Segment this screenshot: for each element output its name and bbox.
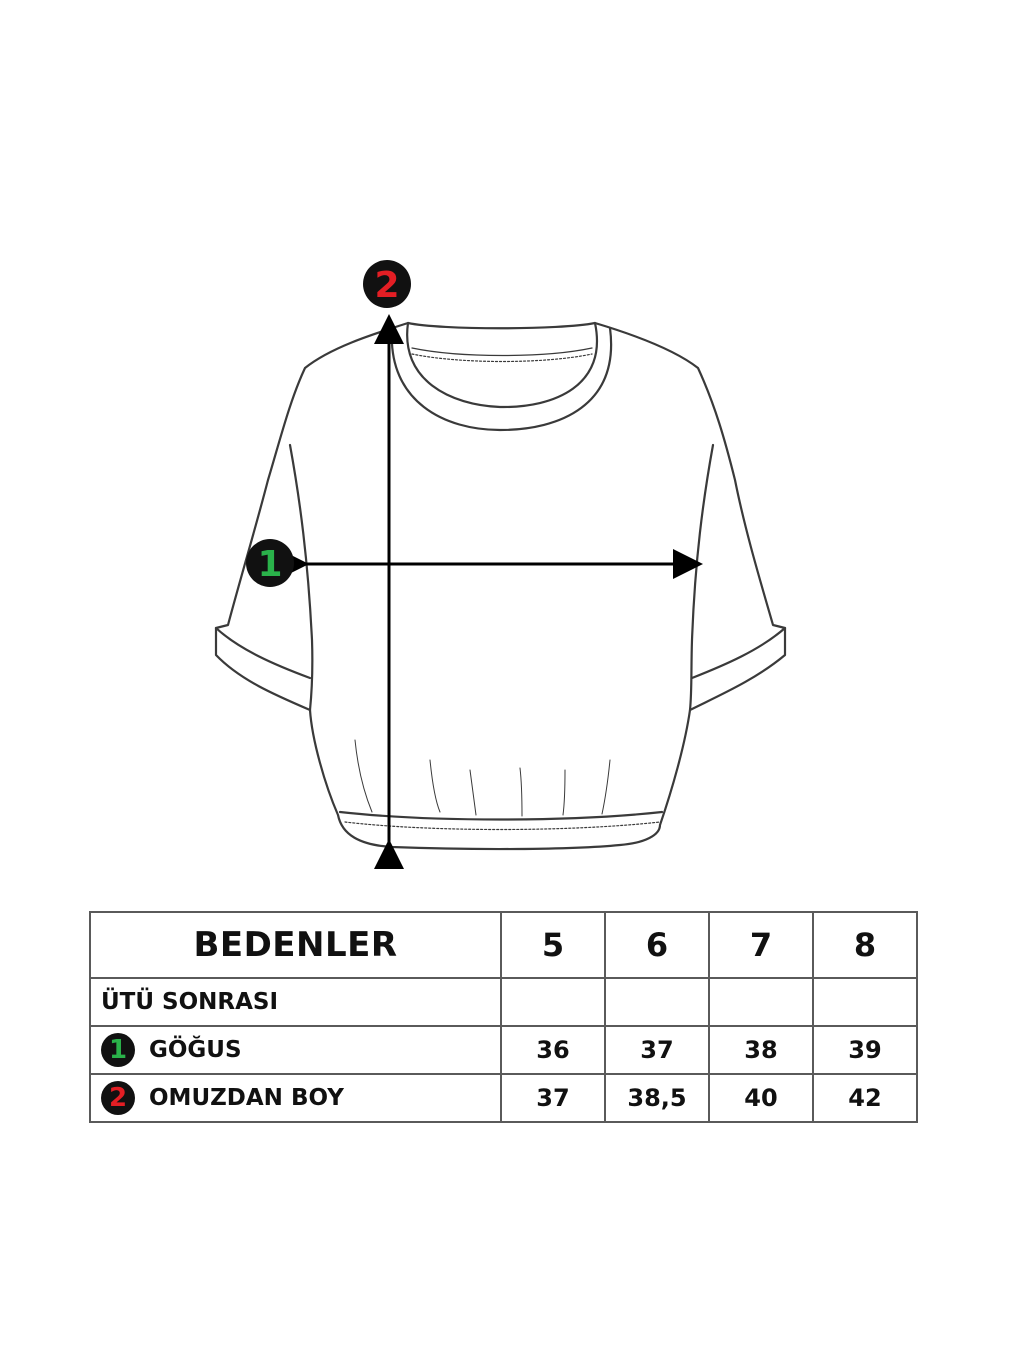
- section-label: ÜTÜ SONRASI: [89, 977, 502, 1027]
- table-cell: 40: [708, 1073, 814, 1123]
- table-cell: 38: [708, 1025, 814, 1075]
- tshirt-outline: [214, 321, 787, 851]
- row-label: OMUZDAN BOY: [149, 1085, 344, 1111]
- table-header-row: BEDENLER 5 6 7 8: [89, 911, 918, 979]
- length-marker-badge: 2: [363, 260, 411, 308]
- svg-text:2: 2: [374, 265, 399, 306]
- length-marker-badge: 2: [101, 1081, 135, 1115]
- size-header: 6: [604, 911, 710, 979]
- size-header: 5: [500, 911, 606, 979]
- table-cell: 42: [812, 1073, 918, 1123]
- table-cell: 38,5: [604, 1073, 710, 1123]
- table-cell: 39: [812, 1025, 918, 1075]
- table-row: 2 OMUZDAN BOY 37 38,5 40 42: [89, 1073, 918, 1123]
- chest-marker-badge: 1: [246, 539, 294, 587]
- tshirt-measurement-diagram: 2 1: [214, 260, 787, 869]
- table-cell: 36: [500, 1025, 606, 1075]
- table-cell: 37: [500, 1073, 606, 1123]
- size-chart-table: BEDENLER 5 6 7 8 ÜTÜ SONRASI 1 GÖĞUS 36 3…: [89, 911, 918, 1123]
- size-header: 7: [708, 911, 814, 979]
- chest-marker-badge: 1: [101, 1033, 135, 1067]
- row-label: GÖĞUS: [149, 1037, 242, 1063]
- size-header: 8: [812, 911, 918, 979]
- section-row: ÜTÜ SONRASI: [89, 977, 918, 1027]
- table-cell: 37: [604, 1025, 710, 1075]
- table-row: 1 GÖĞUS 36 37 38 39: [89, 1025, 918, 1075]
- header-label: BEDENLER: [89, 911, 502, 979]
- svg-text:1: 1: [257, 544, 282, 585]
